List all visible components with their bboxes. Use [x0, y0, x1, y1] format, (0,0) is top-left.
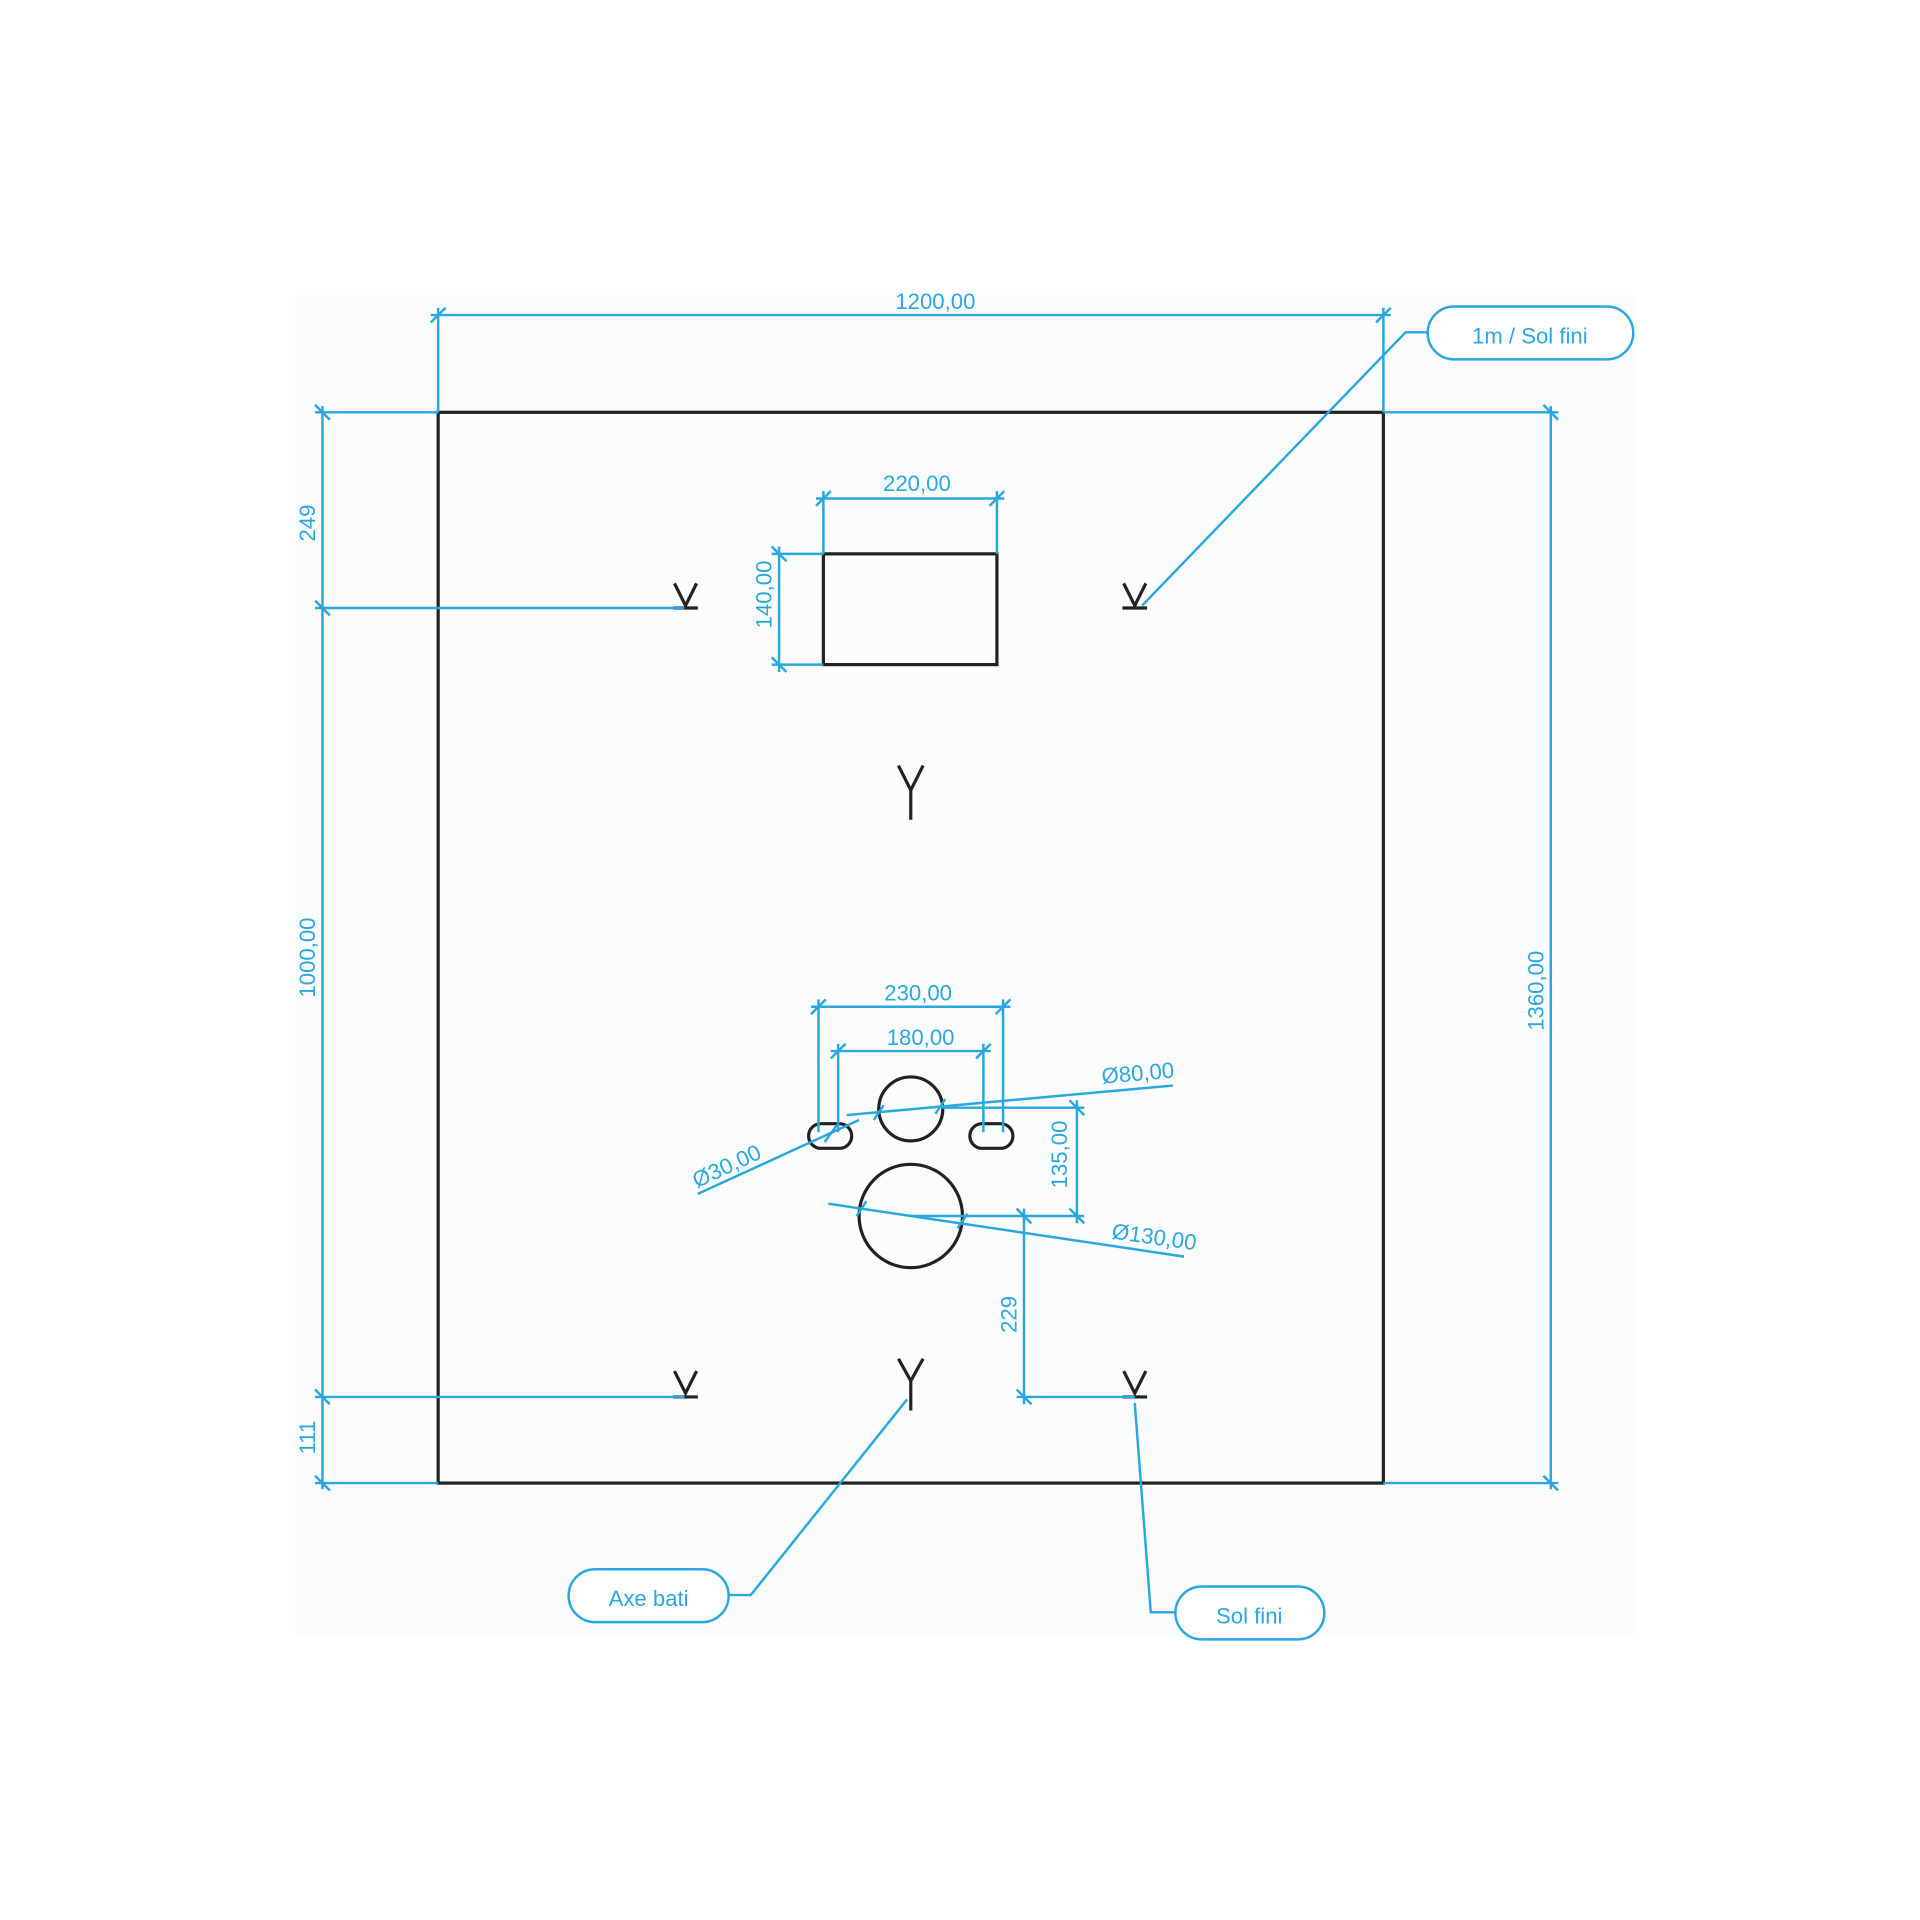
marker-axis-bottom [897, 1357, 925, 1411]
marker-top-right [1122, 582, 1148, 610]
marker-axis-top [897, 764, 925, 820]
dim-top-offset: 249 [295, 505, 320, 542]
drawing-background [295, 295, 1637, 1637]
dim-width-total: 1200,00 [895, 289, 975, 314]
dim-bottom-offset: 111 [295, 1421, 320, 1455]
dim-height-total: 1360,00 [1523, 951, 1548, 1031]
dim-height-drain: 229 [997, 1296, 1022, 1333]
svg-text:Axe bati: Axe bati [609, 1586, 689, 1611]
slot-left [807, 1122, 854, 1150]
dimension-lines [314, 306, 1560, 1614]
dim-box-height: 140,00 [752, 561, 777, 629]
dim-outer-spacing: 230,00 [884, 981, 952, 1006]
callout-1m-sol-fini: 1m / Sol fini [1426, 305, 1635, 361]
rectangular-opening [821, 552, 999, 667]
dim-span-vertical: 1000,00 [295, 918, 320, 998]
svg-text:Sol fini: Sol fini [1216, 1603, 1282, 1628]
slot-right [968, 1122, 1015, 1150]
level-markers [673, 582, 1148, 1411]
dim-inner-spacing: 180,00 [887, 1025, 955, 1050]
dim-box-width: 220,00 [883, 471, 951, 496]
callout-axe-bati: Axe bati [567, 1568, 730, 1624]
callout-sol-fini: Sol fini [1174, 1585, 1326, 1641]
dim-spacing-circles: 135,00 [1047, 1121, 1072, 1189]
frame-outline [436, 410, 1385, 1485]
svg-text:1m / Sol fini: 1m / Sol fini [1472, 323, 1588, 348]
